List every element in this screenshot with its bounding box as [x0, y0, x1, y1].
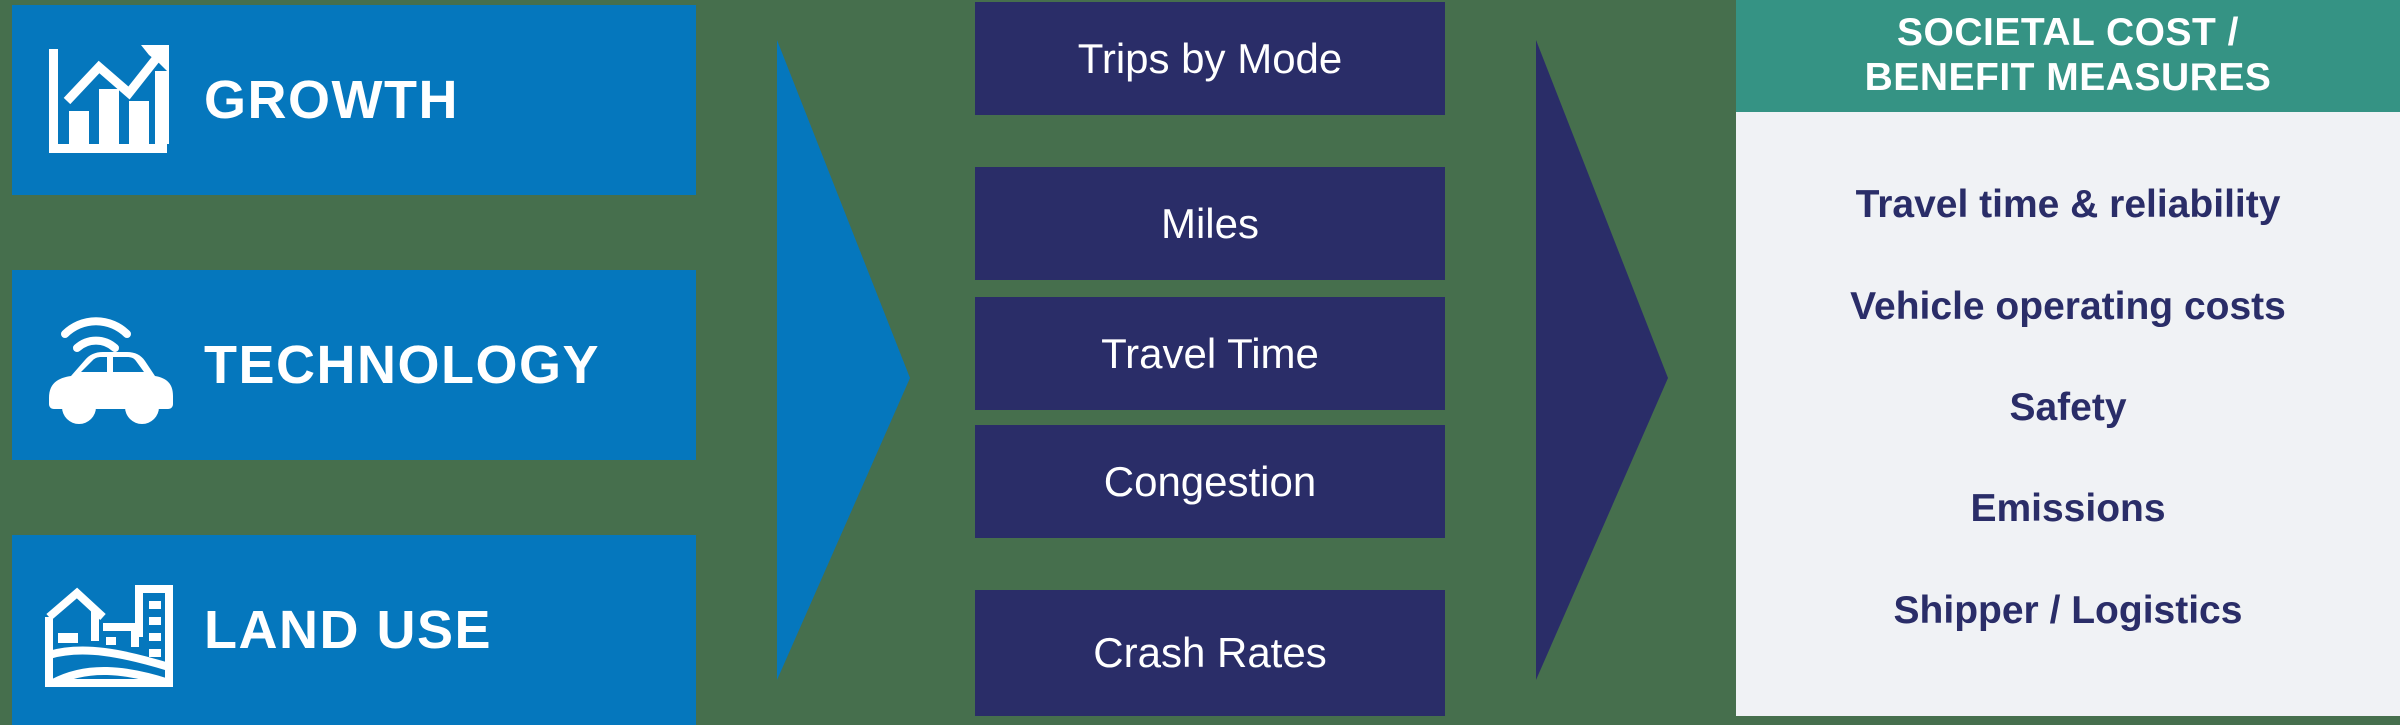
buildings-landscape-icon — [36, 565, 186, 695]
metric-label: Congestion — [1103, 457, 1317, 505]
bar-chart-growth-icon — [36, 35, 186, 165]
metric-box[interactable]: Trips by Mode — [975, 2, 1445, 115]
driver-label: TECHNOLOGY — [204, 335, 601, 395]
driver-label: LAND USE — [204, 600, 493, 660]
metric-label: Crash Rates — [1093, 629, 1327, 676]
driver-card-technology[interactable]: TECHNOLOGY — [12, 270, 696, 460]
driver-card-land-use[interactable]: LAND USE — [12, 535, 696, 725]
outcomes-list: Travel time & reliability Vehicle operat… — [1736, 112, 2400, 716]
outcomes-panel: SOCIETAL COST / BENEFIT MEASURES Travel … — [1736, 0, 2400, 716]
outcome-item: Vehicle operating costs — [1850, 284, 2286, 328]
outcomes-header-line1: SOCIETAL COST / — [1897, 11, 2239, 55]
drivers-column: GROWTH T — [12, 0, 696, 725]
outcome-item: Safety — [2009, 385, 2127, 429]
metric-label: Travel Time — [1101, 329, 1319, 377]
metric-box[interactable]: Congestion — [975, 425, 1445, 538]
right-arrow-navy-icon — [1520, 0, 1720, 716]
outcome-item: Travel time & reliability — [1855, 183, 2281, 227]
metric-box[interactable]: Miles — [975, 167, 1445, 280]
metric-box[interactable]: Travel Time — [975, 297, 1445, 410]
right-arrow-blue-icon — [760, 0, 960, 716]
driver-card-growth[interactable]: GROWTH — [12, 5, 696, 195]
outcomes-header-line2: BENEFIT MEASURES — [1864, 56, 2272, 99]
outcomes-header: SOCIETAL COST / BENEFIT MEASURES — [1736, 0, 2400, 112]
connected-car-icon — [36, 300, 186, 430]
metric-label: Miles — [1160, 199, 1259, 247]
metrics-column: Trips by Mode Miles Travel Time Congesti… — [975, 0, 1445, 716]
driver-label: GROWTH — [204, 70, 459, 130]
outcome-item: Shipper / Logistics — [1893, 588, 2243, 632]
outcome-item: Emissions — [1970, 487, 2166, 531]
metric-label: Trips by Mode — [1077, 34, 1343, 82]
metric-box[interactable]: Crash Rates — [975, 590, 1445, 716]
